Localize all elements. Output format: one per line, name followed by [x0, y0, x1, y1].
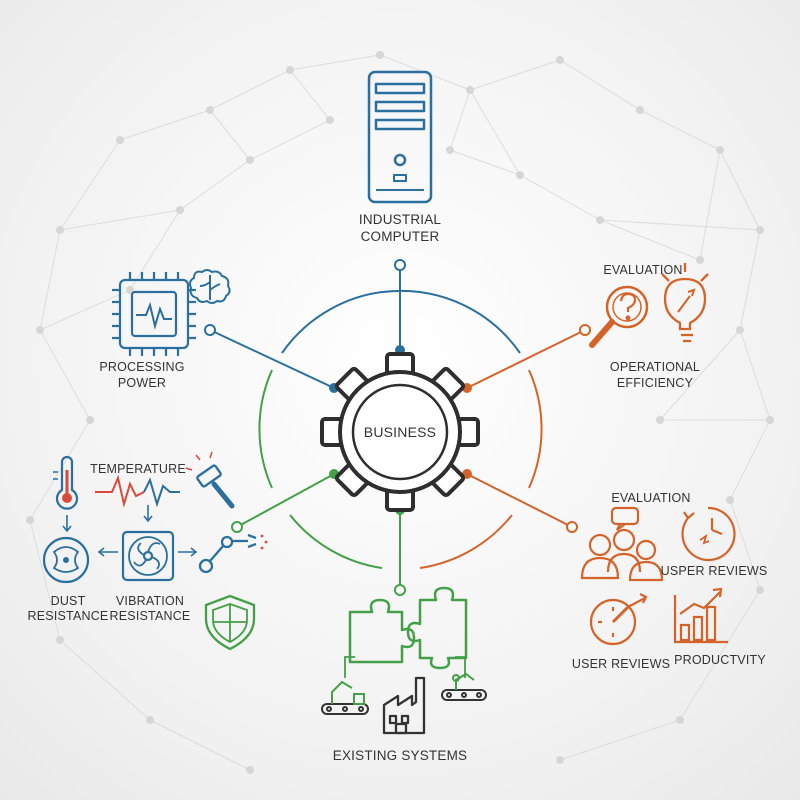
- thermometer-icon: [53, 455, 79, 510]
- hammer-icon: [185, 451, 235, 509]
- cpu-chip-icon: [112, 272, 196, 356]
- lightbulb-wrench-icon: [661, 263, 709, 343]
- bracket-lines: [344, 656, 466, 678]
- flow-arrows: [62, 505, 198, 557]
- orange-arc: [419, 369, 543, 569]
- operational-efficiency-line2: EFFICIENCY: [616, 376, 694, 390]
- operational-efficiency-line1: OPERATIONAL: [609, 360, 701, 374]
- processing-power-line2: POWER: [117, 376, 167, 390]
- robotic-arm-icon: [198, 533, 268, 574]
- shield-icon: [204, 594, 256, 651]
- reviews-evaluation-title: EVALUATION: [611, 491, 691, 505]
- connector-operational-efficiency: [462, 324, 591, 393]
- temperature-wave: [95, 474, 180, 508]
- dust-resistance-line1: DUST: [50, 594, 86, 608]
- puzzle-pieces-icon: [348, 586, 468, 670]
- brain-icon: [189, 269, 231, 304]
- dust-resistance-icon: [42, 536, 90, 584]
- vibration-resistance-line1: VIBRATION: [115, 594, 185, 608]
- productivity-chart-icon: [673, 587, 728, 644]
- industrial-computer-line1: INDUSTRIAL: [358, 212, 442, 227]
- gear-icon: [320, 352, 480, 512]
- magnifier-question-icon: [589, 285, 649, 348]
- computer-tower-icon: [367, 70, 433, 204]
- clock-review-icon: [681, 506, 736, 562]
- fan-icon: [121, 530, 175, 582]
- connector-industrial-computer: [394, 259, 406, 355]
- connector-processing-power: [204, 324, 339, 393]
- connector-environment: [231, 469, 339, 533]
- user-reviews-label: USER REVIEWS: [571, 657, 671, 671]
- usper-reviews-label: USPER REVIEWS: [660, 564, 768, 578]
- factory-icon: [382, 676, 426, 735]
- productivity-label: PRODUCTVITY: [674, 653, 766, 667]
- vibration-resistance-line2: RESISTANCE: [109, 609, 191, 623]
- background-network: [26, 51, 774, 774]
- dust-resistance-line2: RESISTANCE: [27, 609, 109, 623]
- assembly-robot-right-icon: [441, 672, 487, 701]
- assembly-robot-left-icon: [321, 680, 369, 715]
- green-arc: [258, 369, 383, 569]
- people-group-icon: [580, 506, 664, 582]
- connector-evaluation-reviews: [462, 469, 578, 533]
- gauge-review-icon: [589, 593, 648, 646]
- processing-power-line1: PROCESSING: [99, 360, 185, 374]
- operational-evaluation-title: EVALUATION: [603, 263, 683, 277]
- center-label: BUSINESS: [363, 424, 437, 440]
- industrial-computer-line2: COMPUTER: [360, 229, 440, 244]
- connector-existing-systems: [394, 505, 406, 596]
- existing-systems-label: EXISTING SYSTEMS: [332, 748, 468, 763]
- temperature-label: TEMPERATURE: [90, 462, 186, 476]
